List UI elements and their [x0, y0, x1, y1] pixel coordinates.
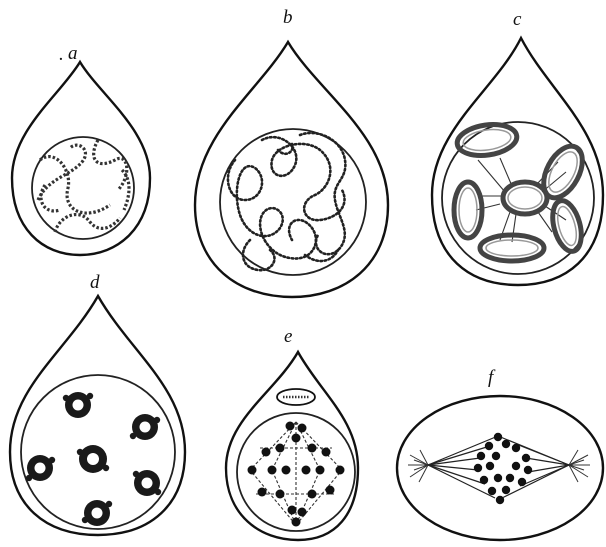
cell-outline-f [397, 396, 603, 540]
panel-e [226, 352, 358, 540]
panel-c [432, 38, 603, 285]
panel-label-b: b [283, 8, 293, 27]
centrosome-e [277, 389, 315, 405]
panel-label-a: a [68, 44, 78, 63]
panel-label-c: c [513, 10, 521, 29]
panel-d [10, 296, 185, 535]
panel-label-d: d [90, 273, 100, 292]
panel-label-f: f [488, 368, 493, 387]
panel-label-e: e [284, 327, 292, 346]
panel-f [397, 396, 603, 540]
panel-b [195, 42, 388, 297]
panel-a [12, 62, 150, 255]
label-dot: . [59, 45, 64, 64]
